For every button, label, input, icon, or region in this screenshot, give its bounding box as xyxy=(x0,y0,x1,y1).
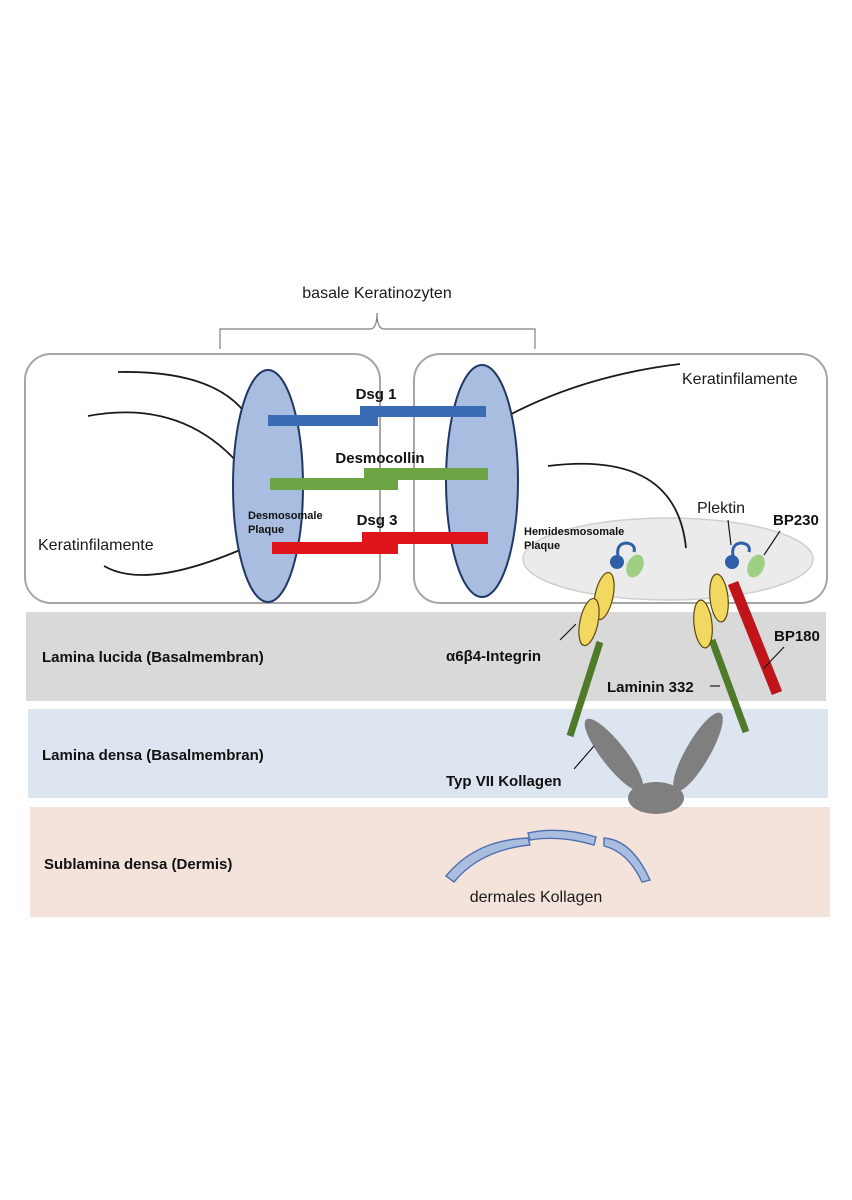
integrin-label: α6β4-Integrin xyxy=(446,648,541,665)
plektin-leader xyxy=(727,519,732,546)
bp230-left xyxy=(626,554,644,578)
bp180-leader xyxy=(763,646,785,669)
plektin-right xyxy=(725,541,751,569)
keratinocyte-bracket xyxy=(219,312,536,349)
lamina-lucida-label: Lamina lucida (Basalmembran) xyxy=(42,649,264,666)
hemidesmosomal-plaque xyxy=(522,517,814,601)
desmocollin-cadherin xyxy=(270,468,488,490)
lamina-densa-label: Lamina densa (Basalmembran) xyxy=(42,747,264,764)
sublamina-densa-band xyxy=(30,807,830,917)
right-keratin-filament xyxy=(499,363,681,421)
collagen-vii-leader xyxy=(573,745,595,770)
dermal-collagen xyxy=(445,829,651,883)
laminin-332-strand-left xyxy=(566,640,604,738)
desmosomal-plaque-label-line2: Plaque xyxy=(248,524,284,536)
collagen-vii-label: Typ VII Kollagen xyxy=(446,773,562,790)
dsg3-cadherin xyxy=(272,532,488,554)
collagen-vii xyxy=(584,712,723,814)
left-keratin-filament xyxy=(103,549,241,576)
desmosomal-plaque-right xyxy=(445,364,519,598)
hemidesmosomal-plaque-label-line2: Plaque xyxy=(524,540,560,552)
right-keratin-filament-label: Keratinfilamente xyxy=(682,371,798,388)
basal-keratinocytes-title: basale Keratinozyten xyxy=(302,285,451,302)
right-keratin-filament xyxy=(547,462,687,549)
bp230-right xyxy=(747,554,765,578)
desmocollin-label: Desmocollin xyxy=(335,450,424,467)
laminin-332-label: Laminin 332 xyxy=(607,679,694,696)
lamina-lucida-band xyxy=(26,612,826,701)
hemidesmosomal-plaque-label-line1: Hemidesmosomale xyxy=(524,526,624,538)
integrin-left xyxy=(578,571,615,647)
dsg1-cadherin xyxy=(268,406,486,426)
integrin-leader xyxy=(559,623,577,641)
plektin-label: Plektin xyxy=(697,500,745,517)
laminin-332-strand-right xyxy=(708,638,750,734)
plektin-left xyxy=(610,541,636,569)
integrin-right xyxy=(693,573,729,649)
dsg3-label: Dsg 3 xyxy=(357,512,398,529)
left-keratin-filament-label: Keratinfilamente xyxy=(38,537,154,554)
dermal-collagen-label: dermales Kollagen xyxy=(470,889,603,906)
bp230-leader xyxy=(763,530,781,556)
sublamina-densa-label: Sublamina densa (Dermis) xyxy=(44,856,232,873)
dsg1-label: Dsg 1 xyxy=(356,386,397,403)
bp180-label: BP180 xyxy=(774,628,820,645)
bp180-strand xyxy=(727,580,783,696)
left-keratin-filament xyxy=(87,411,245,471)
desmosomal-plaque-label-line1: Desmosomale xyxy=(248,510,323,522)
bp230-label: BP230 xyxy=(773,512,819,529)
